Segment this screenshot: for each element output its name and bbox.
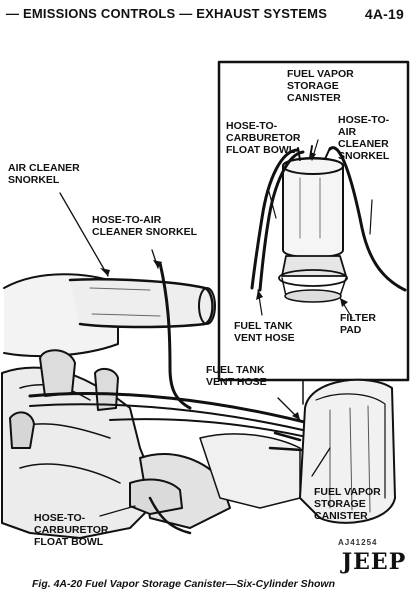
jeep-watermark: JEEP — [338, 551, 410, 573]
label-hose-to-carburetor: HOSE-TO- CARBURETOR FLOAT BOWL — [34, 512, 109, 548]
section-title: — EMISSIONS CONTROLS — EXHAUST SYSTEMS — [6, 6, 328, 21]
label-fuel-tank-vent-inset: FUEL TANK VENT HOSE — [234, 320, 295, 344]
inset-canister-drawing — [278, 145, 348, 303]
label-air-cleaner-snorkel: AIR CLEANER SNORKEL — [8, 162, 80, 186]
figure-id: AJ41254 — [338, 538, 378, 547]
page-header: — EMISSIONS CONTROLS — EXHAUST SYSTEMS 4… — [6, 4, 410, 26]
label-hose-to-air-cleaner-snorkel: HOSE-TO-AIR CLEANER SNORKEL — [92, 214, 198, 238]
label-filter-pad: FILTER PAD — [340, 312, 376, 336]
engine-illustration — [1, 60, 410, 539]
page-number: 4A-19 — [364, 6, 404, 22]
emissions-diagram: FUEL VAPOR STORAGE CANISTER HOSE-TO- CAR… — [0, 28, 415, 576]
watermark-text: JEEP — [341, 549, 407, 575]
figure-caption: Fig. 4A-20 Fuel Vapor Storage Canister—S… — [32, 578, 336, 590]
label-hose-to-carburetor-inset: HOSE-TO- CARBURETOR FLOAT BOWL — [226, 120, 301, 156]
inset-hoses — [250, 146, 407, 292]
inset-frame — [217, 60, 410, 382]
label-fuel-tank-vent-hose: FUEL TANK VENT HOSE — [206, 364, 267, 388]
label-fuel-vapor-canister: FUEL VAPOR STORAGE CANISTER — [314, 486, 381, 522]
engine-drawing — [1, 261, 396, 539]
label-fuel-vapor-canister-inset: FUEL VAPOR STORAGE CANISTER — [287, 68, 354, 104]
label-hose-to-air-cleaner-inset: HOSE-TO- AIR CLEANER SNORKEL — [338, 114, 390, 162]
